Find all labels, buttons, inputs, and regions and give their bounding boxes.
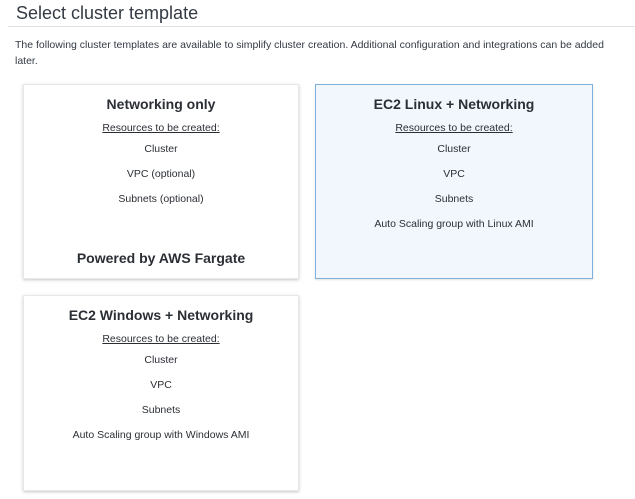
resource-item: Subnets (optional)	[118, 193, 204, 205]
card-title: EC2 Linux + Networking	[373, 96, 535, 112]
resources-heading: Resources to be created:	[102, 122, 220, 134]
resource-item: Subnets	[141, 404, 181, 416]
resources-heading: Resources to be created:	[395, 122, 513, 134]
resource-item: Auto Scaling group with Linux AMI	[374, 218, 534, 230]
resource-item: VPC	[150, 379, 172, 391]
resource-item: Cluster	[144, 143, 178, 155]
page-title: Select cluster template	[16, 3, 199, 23]
resource-item: Subnets	[434, 193, 474, 205]
resources-heading: Resources to be created:	[102, 333, 220, 345]
resource-item: Auto Scaling group with Windows AMI	[72, 429, 250, 441]
title-divider	[8, 26, 635, 27]
card-footer: Powered by AWS Fargate	[76, 250, 246, 266]
page-description: The following cluster templates are avai…	[15, 39, 604, 67]
resource-item: VPC	[443, 168, 465, 180]
card-title: Networking only	[106, 96, 216, 112]
resource-item: VPC (optional)	[126, 168, 196, 180]
resource-item: Cluster	[437, 143, 471, 155]
template-card-ec2-windows-networking[interactable]: EC2 Windows + Networking Resources to be…	[23, 295, 299, 491]
template-card-ec2-linux-networking[interactable]: EC2 Linux + Networking Resources to be c…	[315, 84, 593, 279]
resource-item: Cluster	[144, 354, 178, 366]
card-title: EC2 Windows + Networking	[68, 307, 254, 323]
template-card-networking-only[interactable]: Networking only Resources to be created:…	[23, 84, 299, 279]
